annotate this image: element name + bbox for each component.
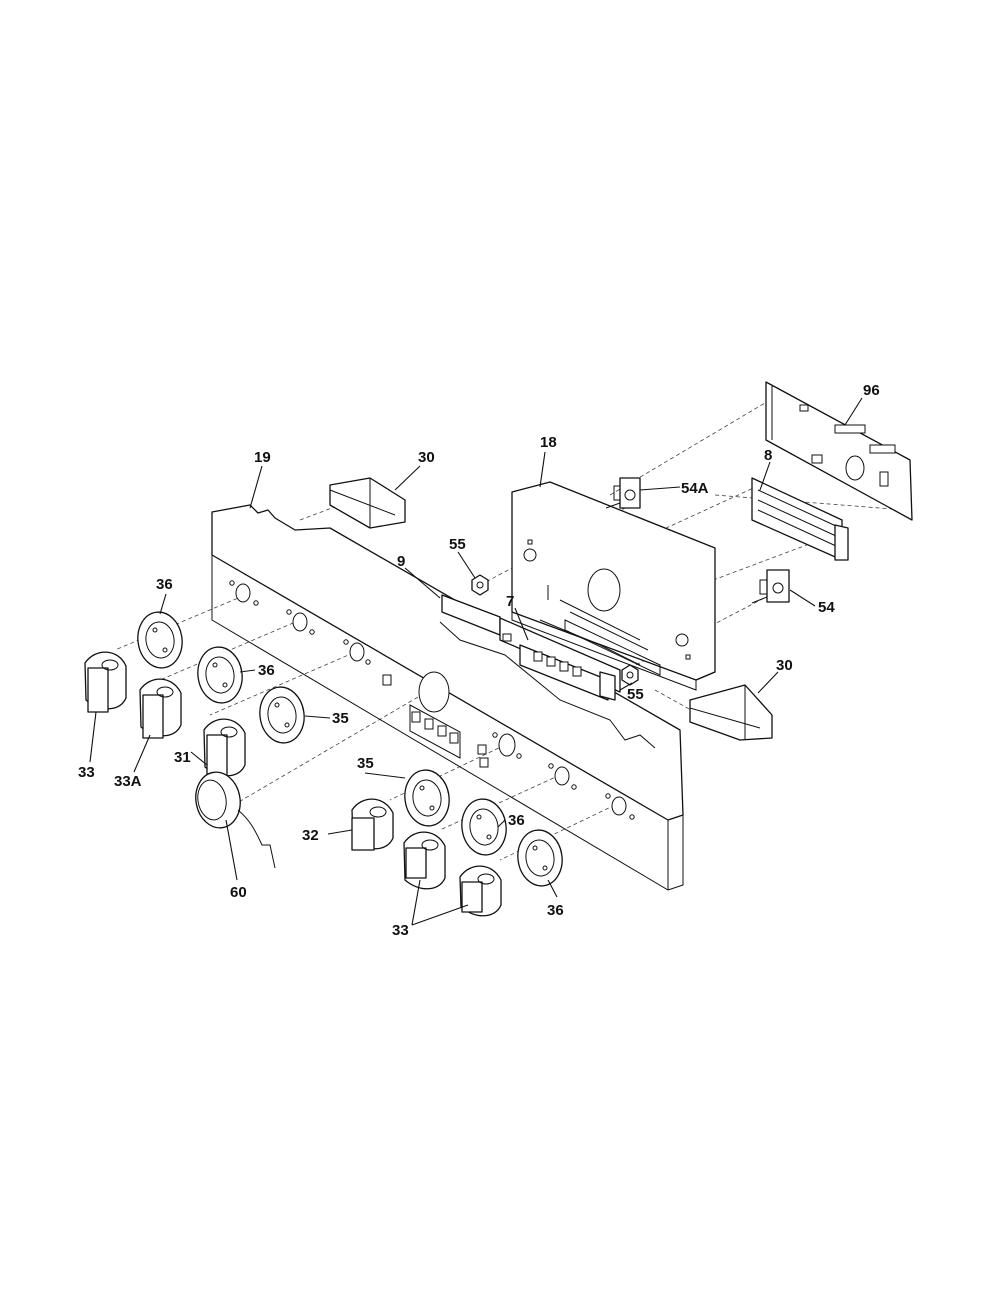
knob-31: [203, 718, 246, 779]
label-54: 54: [818, 599, 835, 616]
callout-labels: 96 18 19 30 54A 8 54 55 55 9 7 30 36 36 …: [78, 382, 880, 939]
label-36-lower-right: 36: [547, 902, 564, 919]
bezel-36-mid-left: [197, 646, 243, 704]
label-36-mid-right: 36: [508, 812, 525, 829]
nut-55-lower: [621, 664, 639, 686]
label-30-right: 30: [776, 657, 793, 674]
bezel-36-lower-right: [517, 829, 563, 887]
switch-54: [751, 569, 790, 604]
bracket-8: [751, 477, 849, 561]
nut-55-upper: [471, 574, 489, 596]
label-36-upper-left: 36: [156, 576, 173, 593]
label-31: 31: [174, 749, 191, 766]
label-35-right: 35: [357, 755, 374, 772]
knob-33A: [139, 678, 182, 739]
indicator-60: [195, 771, 276, 869]
label-55-lower: 55: [627, 686, 644, 703]
label-36-mid-left: 36: [258, 662, 275, 679]
knob-33-mid: [403, 831, 446, 890]
knob-32: [351, 798, 394, 851]
label-18: 18: [540, 434, 557, 451]
label-32: 32: [302, 827, 319, 844]
label-19: 19: [254, 449, 271, 466]
end-cap-30-right: [689, 684, 773, 741]
control-board-96: [765, 381, 913, 521]
label-60: 60: [230, 884, 247, 901]
bezel-35-left: [259, 686, 305, 744]
switch-bank-7: [519, 619, 641, 701]
label-33-bottom: 33: [392, 922, 409, 939]
assembly-lines: [114, 399, 906, 861]
switch-54A: [605, 477, 641, 509]
label-9: 9: [397, 553, 405, 570]
label-33A: 33A: [114, 773, 142, 790]
end-cap-30-left: [329, 477, 406, 529]
panel-holes: [229, 580, 635, 820]
label-96: 96: [863, 382, 880, 399]
bezel-35-right: [404, 769, 450, 827]
label-33-left: 33: [78, 764, 95, 781]
label-30-top: 30: [418, 449, 435, 466]
label-8: 8: [764, 447, 772, 464]
label-54A: 54A: [681, 480, 709, 497]
knob-33-left: [84, 651, 127, 713]
bezel-36-upper-left: [137, 611, 183, 669]
rear-panel: [511, 481, 716, 691]
label-35-left: 35: [332, 710, 349, 727]
knob-33-right: [459, 865, 502, 917]
bezel-36-mid-right: [461, 798, 507, 856]
leader-lines: [89, 397, 863, 926]
label-7: 7: [506, 593, 514, 610]
label-55-upper: 55: [449, 536, 466, 553]
control-panel: [211, 504, 684, 891]
